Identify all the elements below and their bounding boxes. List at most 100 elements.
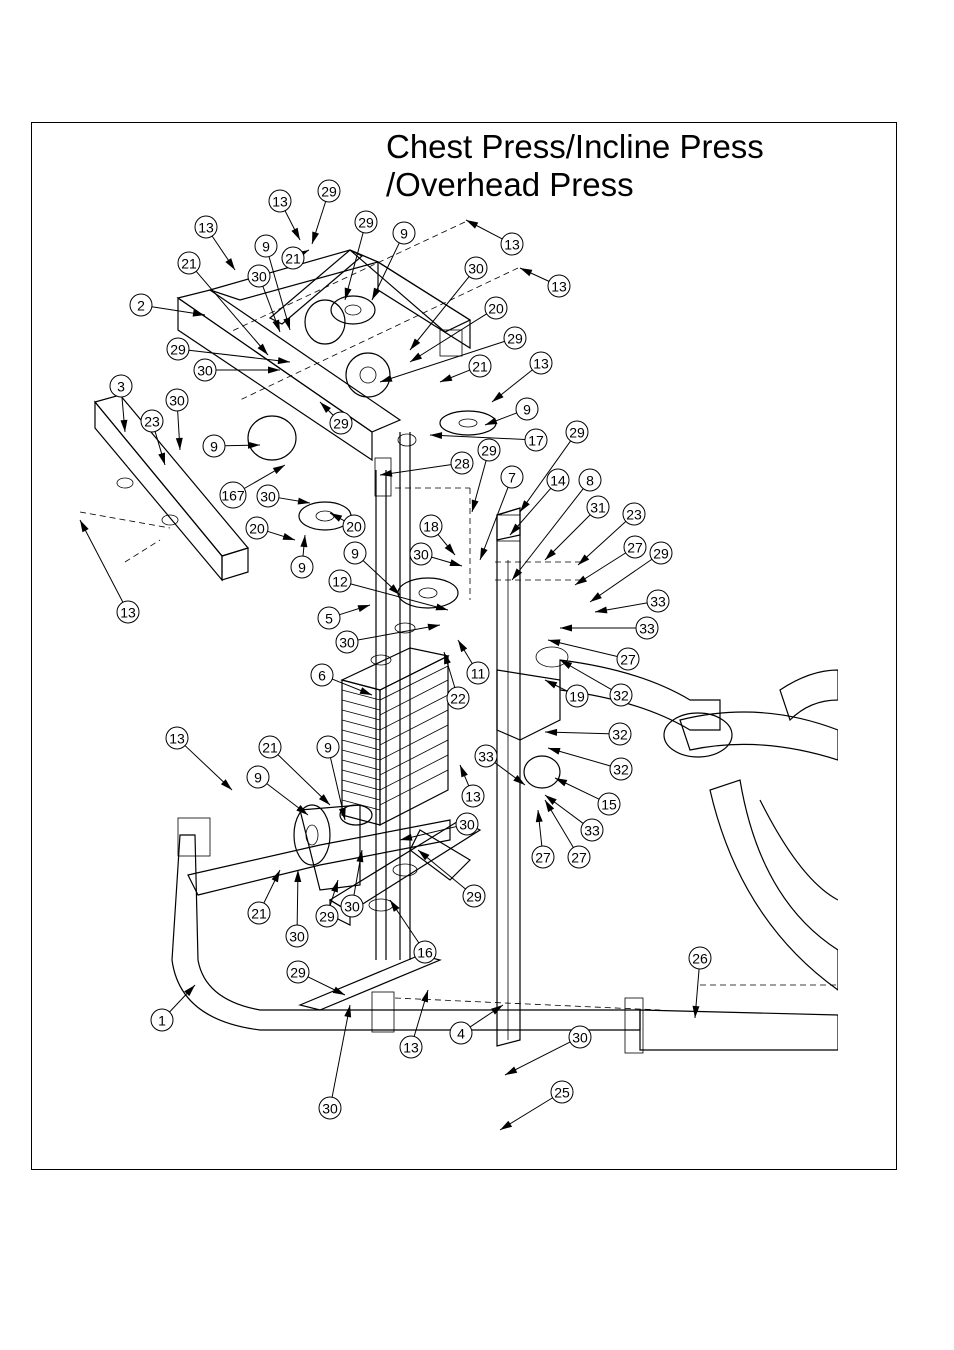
callout-29: 29: [286, 960, 346, 996]
callout-number: 30: [459, 817, 475, 833]
callout-circle: [524, 428, 548, 452]
callout-number: 13: [198, 220, 214, 236]
leader-arrowhead: [466, 220, 479, 229]
callout-number: 9: [400, 226, 408, 242]
leader-arrowhead: [400, 833, 413, 841]
callout-number: 30: [289, 929, 305, 945]
leader-line: [429, 434, 526, 440]
callout-7: 7: [479, 465, 524, 561]
leader-line: [519, 440, 572, 513]
leader-arrowhead: [120, 419, 128, 432]
callout-number: 21: [285, 251, 301, 267]
callout-number: 30: [344, 899, 360, 915]
callout-circle: [340, 894, 364, 918]
leader-arrowhead: [331, 880, 338, 893]
leader-line: [195, 271, 269, 356]
callout-number: 30: [169, 393, 185, 409]
callout-number: 30: [413, 547, 429, 563]
pulleys: [247, 295, 497, 866]
callout-number: 29: [170, 342, 186, 358]
callout-27: 27: [544, 799, 591, 869]
callout-number: 17: [528, 433, 544, 449]
callout-circle: [150, 1008, 174, 1032]
callout-number: 3: [117, 379, 125, 395]
callout-number: 29: [466, 889, 482, 905]
callout-circle: [546, 468, 570, 492]
leader-arrowhead: [520, 268, 533, 277]
callout-circle: [464, 256, 488, 280]
callout-27: 27: [574, 535, 647, 586]
callout-30: 30: [335, 623, 441, 654]
callout-circle: [446, 686, 470, 710]
callout-circle: [245, 516, 269, 540]
callout-13: 13: [399, 989, 429, 1059]
callout-29: 29: [379, 326, 527, 383]
callout-circle: [193, 358, 217, 382]
leader-arrowhead: [320, 402, 331, 413]
callout-circle: [219, 481, 247, 509]
leader-arrowhead: [444, 543, 455, 555]
callout-circle: [646, 589, 670, 613]
callout-circle: [129, 293, 153, 317]
callout-number: 13: [169, 731, 185, 747]
leader-line: [350, 583, 449, 611]
leader-arrowhead: [421, 990, 428, 1003]
callout-circle: [531, 845, 555, 869]
callout-number: 2: [137, 298, 145, 314]
leader-arrowhead: [344, 287, 352, 300]
callout-number: 27: [627, 540, 643, 556]
callout-number: 23: [626, 507, 642, 523]
callout-number: 25: [554, 1085, 570, 1101]
leader-arrowhead: [330, 513, 343, 522]
callout-number: 13: [272, 194, 288, 210]
callout-25: 25: [499, 1080, 574, 1131]
leader-arrowhead: [300, 535, 308, 548]
callout-circle: [635, 616, 659, 640]
callout-number: 23: [144, 414, 160, 430]
callout-number: 30: [260, 489, 276, 505]
leader-arrowhead: [440, 374, 453, 382]
callout-circle: [281, 246, 305, 270]
callout-29: 29: [166, 337, 291, 365]
leader-arrowhead: [272, 319, 280, 332]
callout-circle: [608, 722, 632, 746]
leader-line: [409, 276, 470, 351]
cross-member-part: [93, 394, 250, 582]
leader-arrowhead: [418, 850, 430, 861]
leader-line: [511, 488, 584, 581]
leader-arrowhead: [471, 499, 479, 512]
leader-line: [188, 349, 291, 363]
callout-2: 2: [129, 293, 206, 317]
callout-circle: [565, 684, 589, 708]
callout-30: 30: [165, 388, 189, 451]
callout-21: 21: [439, 354, 492, 383]
callout-6: 6: [310, 663, 373, 696]
callout-circle: [550, 1080, 574, 1104]
callout-circle: [290, 555, 314, 579]
callout-circle: [328, 569, 352, 593]
callout-number: 32: [613, 762, 629, 778]
callout-number: 4: [457, 1026, 465, 1042]
callout-number: 29: [653, 546, 669, 562]
callout-number: 32: [612, 727, 628, 743]
leader-arrowhead: [271, 870, 280, 883]
leader-arrowhead: [410, 352, 423, 362]
callout-number: 9: [298, 560, 306, 576]
leader-arrowhead: [184, 985, 195, 997]
leader-arrowhead: [272, 465, 285, 475]
leader-arrowhead: [357, 605, 370, 612]
callout-number: 9: [351, 546, 359, 562]
callout-circle: [477, 438, 501, 462]
callout-20: 20: [409, 296, 508, 363]
callout-circle: [616, 647, 640, 671]
leader-arrowhead: [505, 1066, 518, 1075]
callout-number: 7: [508, 470, 516, 486]
parts-artwork: [79, 221, 838, 1054]
callout-circle: [318, 1096, 342, 1120]
leader-arrowhead: [80, 520, 89, 533]
callout-29: 29: [315, 879, 339, 928]
leader-arrowhead: [410, 338, 421, 350]
callout-number: 13: [551, 279, 567, 295]
callout-30: 30: [256, 484, 311, 508]
